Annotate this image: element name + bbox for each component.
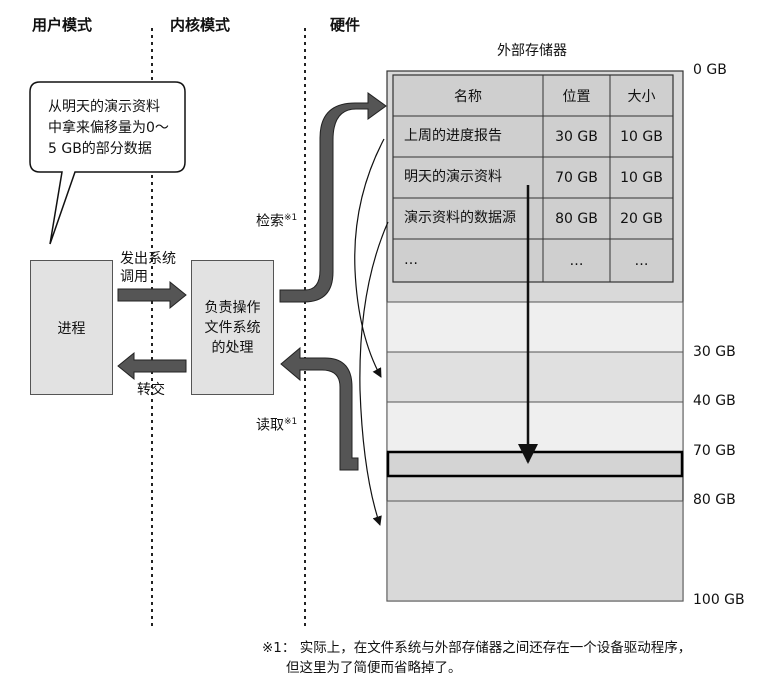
bubble-line: 从明天的演示资料 (48, 99, 160, 115)
storage-region-0-30 (386, 301, 684, 353)
table-cell-name: … (404, 252, 418, 268)
lane-title-kernel: 内核模式 (170, 16, 231, 34)
syscall-label-line: 调用 (120, 269, 148, 285)
table-cell-name: 上周的进度报告 (404, 128, 502, 144)
table-cell-name: 演示资料的数据源 (404, 210, 516, 226)
offset-tick: 80 GB (693, 492, 736, 508)
fs-handler-line: 文件系统 (204, 319, 261, 336)
lookup-curve-1 (354, 138, 385, 378)
footnote: ※1： 实际上，在文件系统与外部存储器之间还存在一个设备驱动程序， 但这里为了简… (262, 638, 691, 678)
read-label: 读取※1 (256, 417, 298, 434)
lane-title-hardware: 硬件 (330, 16, 361, 34)
storage-region-80-100 (386, 500, 684, 602)
table-cell-size: … (634, 252, 649, 269)
read-arrow (280, 346, 359, 471)
table-cell-location: 30 GB (555, 128, 598, 145)
footnote-line: ※1： 实际上，在文件系统与外部存储器之间还存在一个设备驱动程序， (262, 640, 692, 656)
table-cell-size: 10 GB (620, 128, 663, 145)
syscall-label: 发出系统 调用 (120, 250, 176, 286)
fs-handler-line: 的处理 (211, 339, 254, 356)
fs-handler-box: 负责操作 文件系统 的处理 (191, 260, 274, 395)
table-cell-location: … (569, 252, 584, 269)
table-cell-location: 70 GB (555, 169, 598, 186)
handoff-label: 转交 (137, 382, 165, 398)
table-cell-name: 明天的演示资料 (404, 169, 502, 185)
offset-tick: 100 GB (693, 592, 745, 608)
directory-table (392, 74, 674, 283)
syscall-arrow (117, 280, 187, 310)
process-label: 进程 (57, 320, 86, 337)
request-bubble-text: 从明天的演示资料 中拿来偏移量为0～ 5 GB的部分数据 (48, 97, 169, 160)
search-label: 检索※1 (256, 213, 298, 230)
bubble-line: 中拿来偏移量为0～ (48, 120, 169, 136)
syscall-label-line: 发出系统 (120, 251, 176, 267)
offset-tick: 0 GB (693, 62, 727, 78)
storage-region-70-80 (386, 450, 684, 478)
storage-region-40-70 (386, 401, 684, 453)
table-cell-location: 80 GB (555, 210, 598, 227)
table-cell-size: 20 GB (620, 210, 663, 227)
table-header-size: 大小 (627, 88, 656, 105)
table-cell-size: 10 GB (620, 169, 663, 186)
table-header-location: 位置 (562, 88, 591, 105)
process-box: 进程 (30, 260, 113, 395)
table-header-name: 名称 (454, 88, 482, 105)
storage-title: 外部存储器 (497, 43, 567, 59)
footnote-line: 但这里为了简便而省略掉了。 (286, 660, 462, 676)
handoff-arrow (117, 351, 187, 381)
offset-tick: 70 GB (693, 443, 736, 459)
offset-tick: 30 GB (693, 344, 736, 360)
speech-bubble (29, 81, 186, 245)
search-arrow (279, 92, 387, 303)
fs-handler-line: 负责操作 (204, 299, 261, 316)
bubble-line: 5 GB的部分数据 (48, 141, 152, 157)
offset-tick: 40 GB (693, 393, 736, 409)
lookup-curve-2 (359, 221, 389, 526)
lane-title-user: 用户模式 (32, 16, 93, 34)
storage-region-30-40 (386, 351, 684, 403)
